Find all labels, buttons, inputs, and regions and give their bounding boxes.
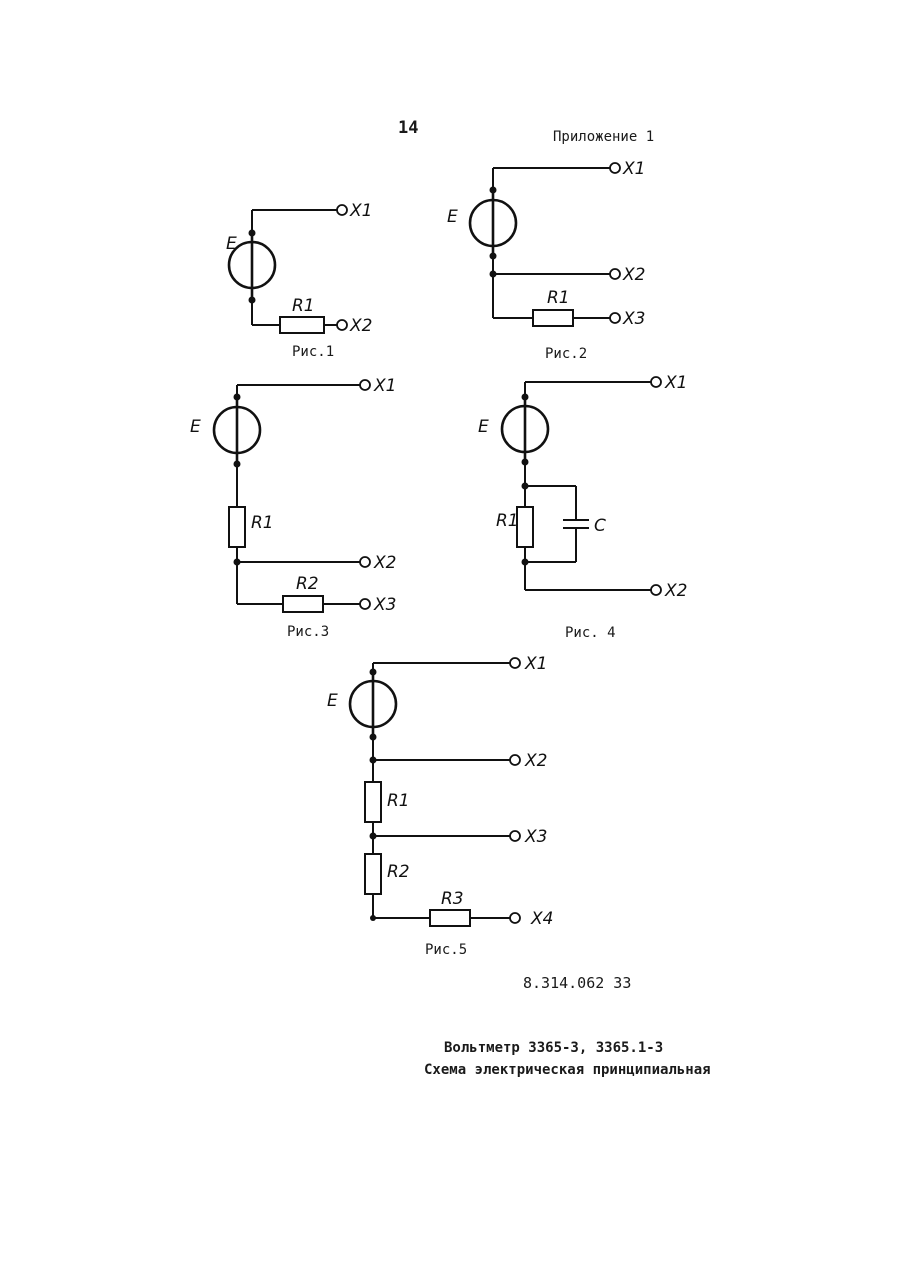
terminal-label: X1 [524,654,547,674]
figure-1: E R1 X1 X2 [226,201,372,336]
terminal-x3 [509,830,521,842]
resistor-label: R1 [387,791,410,811]
resistor-r2 [282,595,324,613]
terminal-label: X2 [349,316,372,336]
document-title-line-2: Схема электрическая принципиальная [424,1062,711,1078]
resistor-r1 [364,781,382,823]
terminal-label: X3 [622,309,645,329]
resistor-label: R2 [296,574,319,594]
figure-caption: Рис. 4 [565,625,616,641]
document-title-line-1: Вольтметр 3365-3, 3365.1-3 [444,1040,664,1056]
source-label: E [478,417,489,437]
terminal-x1 [509,657,521,669]
figure-2: E R1 X1 X2 X3 [447,159,645,329]
terminal-x2 [359,556,371,568]
resistor-label: R3 [441,889,464,909]
terminal-label: X3 [524,827,547,847]
document-number: 8.314.062 33 [523,974,632,992]
resistor-r1 [279,316,325,334]
resistor-r1 [532,309,574,327]
figure-3: E R1 R2 X1 X2 X3 [190,376,396,615]
source-label: E [226,234,237,254]
terminal-label: X1 [664,373,687,393]
source-label: E [447,207,458,227]
figure-caption: Рис.3 [287,624,330,640]
figure-caption: Рис.5 [425,942,468,958]
figure-4: E R1 C X1 X2 [478,373,687,601]
terminal-x1 [336,204,348,216]
resistor-label: R1 [292,296,315,316]
terminal-x2 [509,754,521,766]
terminal-x2 [336,319,348,331]
terminal-x3 [359,598,371,610]
terminal-label: X2 [664,581,687,601]
terminal-x2 [609,268,621,280]
terminal-x1 [609,162,621,174]
terminal-x3 [609,312,621,324]
figure-5: E R1 R2 R3 X1 X2 X3 X4 [327,654,553,929]
resistor-label: R1 [496,511,519,531]
terminal-label: X1 [373,376,396,396]
resistor-r2 [364,853,382,895]
source-label: E [327,691,338,711]
capacitor-label: C [594,516,606,536]
page-number: 14 [398,118,419,138]
resistor-label: R1 [251,513,274,533]
resistor-r1 [516,506,534,548]
resistor-label: R2 [387,862,410,882]
terminal-label: X2 [524,751,547,771]
terminal-label: X2 [373,553,396,573]
resistor-r1 [228,506,246,548]
terminal-x1 [359,379,371,391]
terminal-label: X1 [349,201,372,221]
terminal-x4 [509,912,521,924]
terminal-label: X2 [622,265,645,285]
figure-caption: Рис.2 [545,346,588,362]
terminal-label: X4 [530,909,553,929]
terminal-label: X3 [373,595,396,615]
resistor-label: R1 [547,288,570,308]
terminal-x2 [650,584,662,596]
terminal-x1 [650,376,662,388]
appendix-label: Приложение 1 [553,129,655,145]
source-label: E [190,417,201,437]
figure-caption: Рис.1 [292,344,335,360]
resistor-r3 [429,909,471,927]
terminal-label: X1 [622,159,645,179]
